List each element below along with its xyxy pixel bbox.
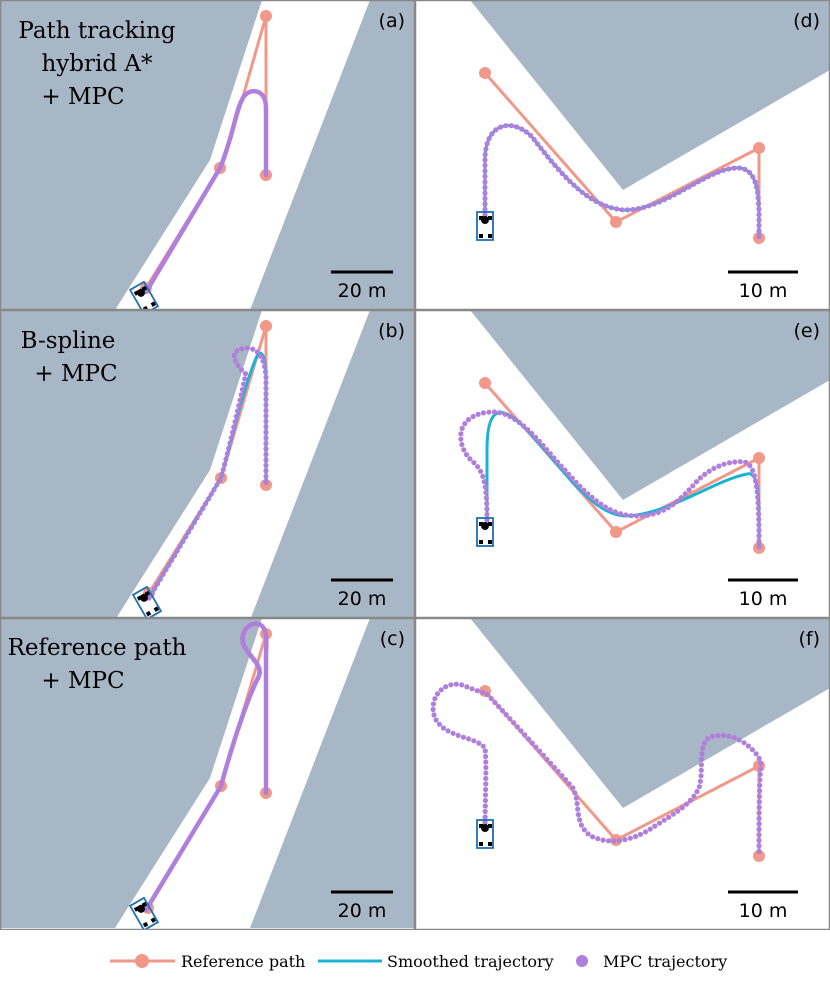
mpc-trajectory-dots — [458, 409, 762, 550]
obstacle-right — [250, 618, 415, 928]
panel-e: (e) 10 m — [414, 309, 830, 619]
mpc-trajectory-dots — [240, 621, 263, 681]
figure-canvas: (a) 20 m Path tracking hybrid A* + MPC (b) 20 … — [0, 0, 830, 930]
panel-f: (f) 10 m — [414, 617, 830, 930]
mpc-trajectory-dots — [482, 123, 762, 240]
scale-bar-label: 20 m — [338, 280, 387, 302]
method-title-line: hybrid A* — [41, 51, 153, 77]
vehicle-d — [476, 211, 494, 241]
vehicle-e — [476, 517, 494, 547]
legend-item-reference-path: Reference path — [110, 952, 305, 971]
panel-frame — [0, 309, 416, 619]
obstacle — [470, 618, 830, 808]
obstacle — [470, 310, 830, 500]
vehicle-c — [128, 896, 160, 930]
obstacle-left — [0, 310, 262, 618]
panel-frame — [0, 0, 416, 311]
obstacle-right — [250, 0, 415, 310]
method-title-line: + MPC — [34, 361, 117, 387]
panel-label: (d) — [793, 10, 820, 32]
panel-label: (b) — [378, 320, 405, 342]
vehicle-b — [131, 585, 163, 618]
method-title-line: B-spline — [21, 328, 116, 354]
panel-a: (a) 20 m Path tracking hybrid A* + MPC — [0, 0, 416, 311]
scale-bar-label: 20 m — [338, 900, 387, 922]
method-title-line: + MPC — [41, 84, 124, 110]
obstacle — [470, 0, 830, 190]
panel-d: (d) 10 m — [414, 0, 830, 311]
legend-item-smoothed-trajectory: Smoothed trajectory — [318, 952, 554, 971]
mpc-trajectory-dots — [430, 681, 764, 854]
legend-label-reference-path: Reference path — [181, 952, 305, 971]
panel-label: (f) — [798, 628, 820, 650]
scale-bar-label: 10 m — [739, 588, 788, 610]
legend-label-smoothed-trajectory: Smoothed trajectory — [387, 952, 554, 971]
panel-b: (b) 20 m B-spline + MPC — [0, 309, 416, 619]
panel-label: (a) — [379, 10, 405, 32]
legend-item-mpc-trajectory: MPC trajectory — [576, 952, 727, 971]
method-title-line: Reference path — [8, 635, 187, 661]
panel-label: (c) — [380, 628, 405, 650]
mpc-trajectory-line — [143, 89, 269, 295]
scale-bar-label: 10 m — [739, 280, 788, 302]
panel-frame — [0, 617, 416, 930]
method-title-line: Path tracking — [18, 18, 175, 44]
scale-bar-label: 10 m — [739, 900, 788, 922]
method-title-line: + MPC — [41, 668, 124, 694]
obstacle-right — [250, 310, 415, 618]
vehicle-f — [476, 819, 494, 849]
panel-c: (c) 20 m Reference path + MPC — [0, 617, 416, 930]
legend: Reference path Smoothed trajectory MPC t… — [110, 952, 727, 971]
legend-label-mpc-trajectory: MPC trajectory — [603, 952, 727, 971]
mpc-trajectory-dots — [146, 345, 269, 601]
panel-label: (e) — [793, 320, 820, 342]
vehicle-a — [128, 280, 160, 310]
obstacle-left — [0, 618, 262, 928]
scale-bar-label: 20 m — [338, 588, 387, 610]
obstacle-left — [0, 0, 262, 310]
